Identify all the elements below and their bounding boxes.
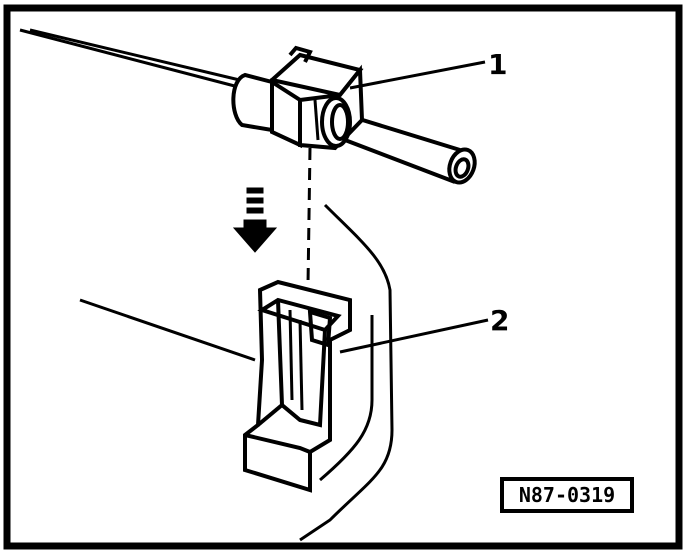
leader-line-2 [339,318,489,354]
callout-1: 1 [488,48,507,81]
reference-code-box [500,477,634,513]
down-arrow-icon [232,187,278,253]
leader-line-1 [349,60,486,90]
panel-outline [19,28,394,542]
alignment-dashed-line [306,147,312,286]
callout-2: 2 [490,304,509,337]
hose-clip [231,45,365,151]
outer-border [3,4,683,550]
clip-holder [243,279,352,493]
reference-code: N87-0319 [519,483,615,507]
